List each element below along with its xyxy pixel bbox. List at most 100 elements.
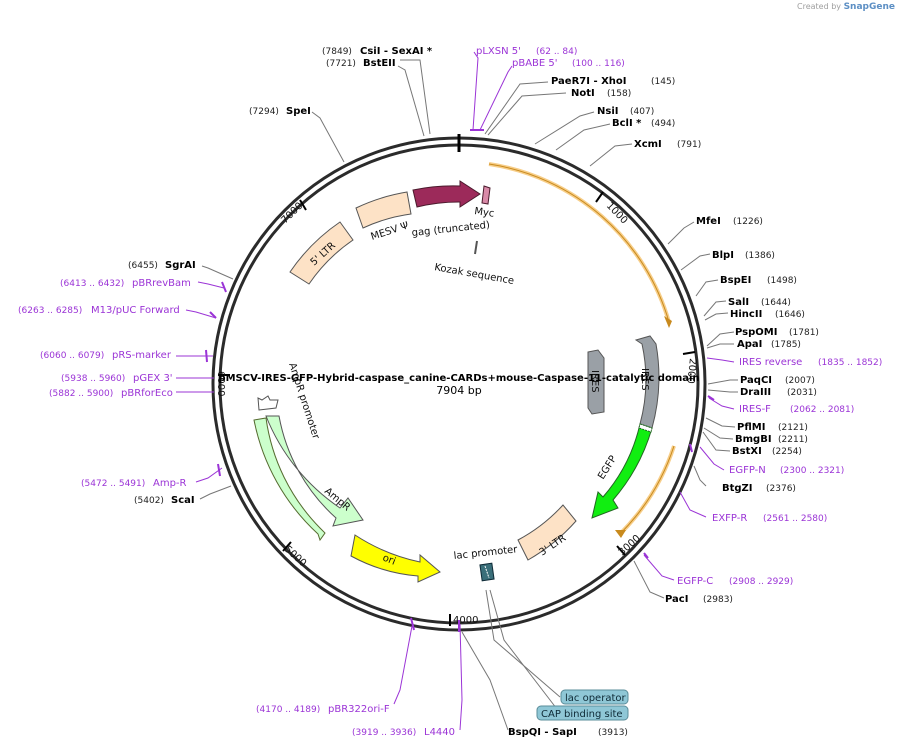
- enzyme-noti[interactable]: NotI: [571, 88, 595, 99]
- primer-l4440[interactable]: L4440: [424, 727, 455, 738]
- created-by-text: Created by: [797, 2, 842, 11]
- enzyme-7-pos: (7849): [322, 47, 352, 57]
- primer-prs-marker-pos: (6060 .. 6079): [40, 351, 104, 361]
- enzyme-bspqi-sapi[interactable]: BspQI - SapI: [508, 727, 577, 738]
- enzyme-nsii[interactable]: NsiI: [597, 106, 618, 117]
- enzyme-pspomi[interactable]: PspOMI: [735, 327, 777, 338]
- snapgene-credit: Created by SnapGene: [797, 2, 895, 12]
- enzyme-bsteii-pos: (7721): [326, 59, 356, 69]
- feature-myc-label: Myc: [474, 206, 495, 220]
- enzyme-xcmi-pos: (791): [677, 140, 701, 150]
- primer-pbrrevbam[interactable]: pBRrevBam: [132, 278, 191, 289]
- enzyme-csii-sexai[interactable]: CsiI - SexAI *: [360, 46, 433, 57]
- feature-myc[interactable]: Myc: [474, 185, 495, 220]
- enzyme-bmgbi[interactable]: BmgBI: [735, 434, 772, 445]
- primer-pbr322ori-f[interactable]: pBR322ori-F: [328, 704, 390, 715]
- lac-operator-box[interactable]: lac operator: [560, 689, 629, 705]
- primer-egfp-c-pos: (2908 .. 2929): [729, 577, 793, 587]
- feature-3-ltr[interactable]: 3' LTR: [517, 504, 577, 561]
- enzyme-scai[interactable]: ScaI: [171, 495, 195, 506]
- primer-exfp-r-pos: (2561 .. 2580): [763, 514, 827, 524]
- primer-amp-r[interactable]: Amp-R: [153, 478, 187, 489]
- primer-egfp-n[interactable]: EGFP-N: [729, 465, 766, 476]
- primer-plxsn5[interactable]: pLXSN 5': [476, 46, 521, 57]
- primer-pgex3[interactable]: pGEX 3': [133, 373, 173, 384]
- enzyme-bstxi[interactable]: BstXI: [732, 446, 762, 457]
- feature-kozak[interactable]: Kozak sequence: [433, 240, 515, 287]
- enzyme-hincii-pos: (1646): [775, 310, 805, 320]
- primer-exfp-r[interactable]: EXFP-R: [712, 513, 747, 524]
- enzyme-draiii[interactable]: DraIII: [740, 387, 771, 398]
- enzyme-scai-pos: (5402): [134, 496, 164, 506]
- primer-pbrforeco[interactable]: pBRforEco: [121, 388, 173, 399]
- enzyme-labels: (7849) CsiI - SexAI * (7721) BstEII (729…: [128, 46, 819, 738]
- enzyme-pspomi-pos: (1781): [789, 328, 819, 338]
- enzyme-paer7i-xhoi[interactable]: PaeR7I - XhoI: [551, 76, 627, 87]
- primer-pbr322ori-f-pos: (4170 .. 4189): [256, 705, 320, 715]
- enzyme-spei-pos: (7294): [249, 107, 279, 117]
- enzyme-xcmi[interactable]: XcmI: [634, 139, 662, 150]
- primer-m13-puc-forward[interactable]: M13/pUC Forward: [91, 305, 180, 316]
- enzyme-mfei[interactable]: MfeI: [696, 216, 721, 227]
- enzyme-sali[interactable]: SalI: [728, 297, 749, 308]
- enzyme-mfei-pos: (1226): [733, 217, 763, 227]
- primer-pbabe5-pos: (100 .. 116): [572, 59, 625, 69]
- feature-kozak-label: Kozak sequence: [433, 262, 514, 287]
- feature-lac-promoter[interactable]: lac promoter: [453, 544, 519, 582]
- primer-pbrforeco-pos: (5882 .. 5900): [49, 389, 113, 399]
- enzyme-bspqi-pos: (3913): [598, 728, 628, 738]
- enzyme-paer7i-pos: (145): [651, 77, 675, 87]
- feature-ires-1-label: IRES: [589, 370, 600, 393]
- primer-egfp-c[interactable]: EGFP-C: [677, 576, 713, 587]
- enzyme-blpi-pos: (1386): [745, 251, 775, 261]
- enzyme-bstxi-pos: (2254): [772, 447, 802, 457]
- enzyme-paqci[interactable]: PaqCI: [740, 375, 772, 386]
- snapgene-logo: SnapGene: [843, 2, 895, 12]
- primer-ires-reverse-pos: (1835 .. 1852): [818, 358, 882, 368]
- cap-binding-site-box[interactable]: CAP binding site: [536, 705, 629, 721]
- enzyme-sgrai[interactable]: SgrAI: [165, 260, 196, 271]
- feature-ori-label: ori: [381, 553, 397, 568]
- primer-labels: pLXSN 5' (62 .. 84) pBABE 5' (100 .. 116…: [18, 46, 882, 738]
- enzyme-blpi[interactable]: BlpI: [712, 250, 734, 261]
- enzyme-bspei-pos: (1498): [767, 276, 797, 286]
- tick-4000: 4000: [453, 615, 478, 626]
- enzyme-draiii-pos: (2031): [787, 388, 817, 398]
- primer-ires-f[interactable]: IRES-F: [739, 404, 771, 415]
- enzyme-bmgbi-pos: (2211): [778, 435, 808, 445]
- center-label: pMSCV-IRES-GFP-Hybrid-caspase_canine-CAR…: [218, 373, 699, 397]
- enzyme-spei[interactable]: SpeI: [286, 106, 311, 117]
- lac-operator-label: lac operator: [565, 693, 626, 704]
- enzyme-paci[interactable]: PacI: [665, 594, 688, 605]
- primer-prs-marker[interactable]: pRS-marker: [112, 350, 172, 361]
- primer-ires-f-pos: (2062 .. 2081): [790, 405, 854, 415]
- enzyme-noti-pos: (158): [607, 89, 631, 99]
- enzyme-bsteii[interactable]: BstEII: [363, 58, 396, 69]
- feature-ires-1[interactable]: IRES: [587, 349, 605, 415]
- feature-5-ltr[interactable]: 5' LTR: [289, 221, 354, 285]
- enzyme-pflmi[interactable]: PflMI: [737, 422, 765, 433]
- feature-mesv-psi-label: MESV Ψ: [370, 220, 411, 243]
- primer-pgex3-pos: (5938 .. 5960): [61, 374, 125, 384]
- primer-l4440-pos: (3919 .. 3936): [352, 728, 416, 738]
- enzyme-hincii[interactable]: HincII: [730, 309, 762, 320]
- feature-gag-label: gag (truncated): [411, 220, 490, 239]
- primer-ires-reverse[interactable]: IRES reverse: [739, 357, 802, 368]
- feature-ires-2-label: IRES: [639, 368, 650, 391]
- primer-pbrrevbam-pos: (6413 .. 6432): [60, 279, 124, 289]
- plasmid-length: 7904 bp: [436, 384, 481, 397]
- enzyme-apai[interactable]: ApaI: [737, 339, 762, 350]
- enzyme-apai-pos: (1785): [771, 340, 801, 350]
- enzyme-bcli[interactable]: BclI *: [612, 118, 642, 129]
- cap-binding-site-label: CAP binding site: [541, 709, 623, 720]
- primer-pbabe5[interactable]: pBABE 5': [512, 58, 558, 69]
- tick-2000: 2000: [684, 358, 698, 384]
- enzyme-btgzi[interactable]: BtgZI: [722, 483, 753, 494]
- feature-mesv-psi[interactable]: MESV Ψ: [355, 191, 412, 243]
- enzyme-bspei[interactable]: BspEI: [720, 275, 751, 286]
- enzyme-paqci-pos: (2007): [785, 376, 815, 386]
- primer-amp-r-pos: (5472 .. 5491): [81, 479, 145, 489]
- enzyme-paci-pos: (2983): [703, 595, 733, 605]
- primer-leader-lines: [176, 51, 735, 731]
- feature-ori[interactable]: ori: [350, 534, 441, 583]
